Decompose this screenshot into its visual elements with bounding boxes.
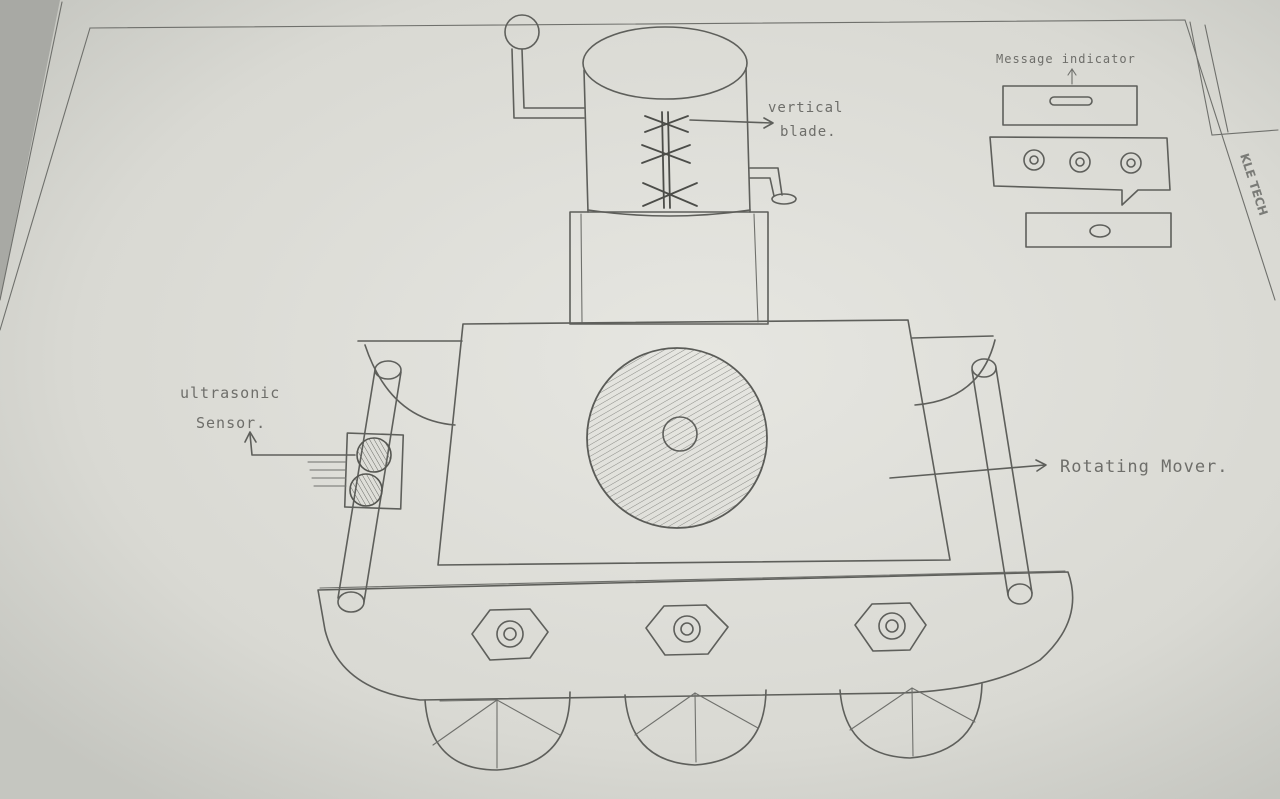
vertical-blade-label-1: vertical	[768, 100, 843, 116]
rotating-mover-label: Rotating Mover.	[1060, 457, 1229, 477]
message-indicator-label: Message indicator	[996, 52, 1136, 66]
rotating-disc	[587, 348, 767, 528]
ultrasonic-label-1: ultrasonic	[180, 384, 280, 402]
vertical-blade-label-2: blade.	[780, 124, 837, 140]
ultrasonic-label-2: Sensor.	[196, 414, 266, 432]
